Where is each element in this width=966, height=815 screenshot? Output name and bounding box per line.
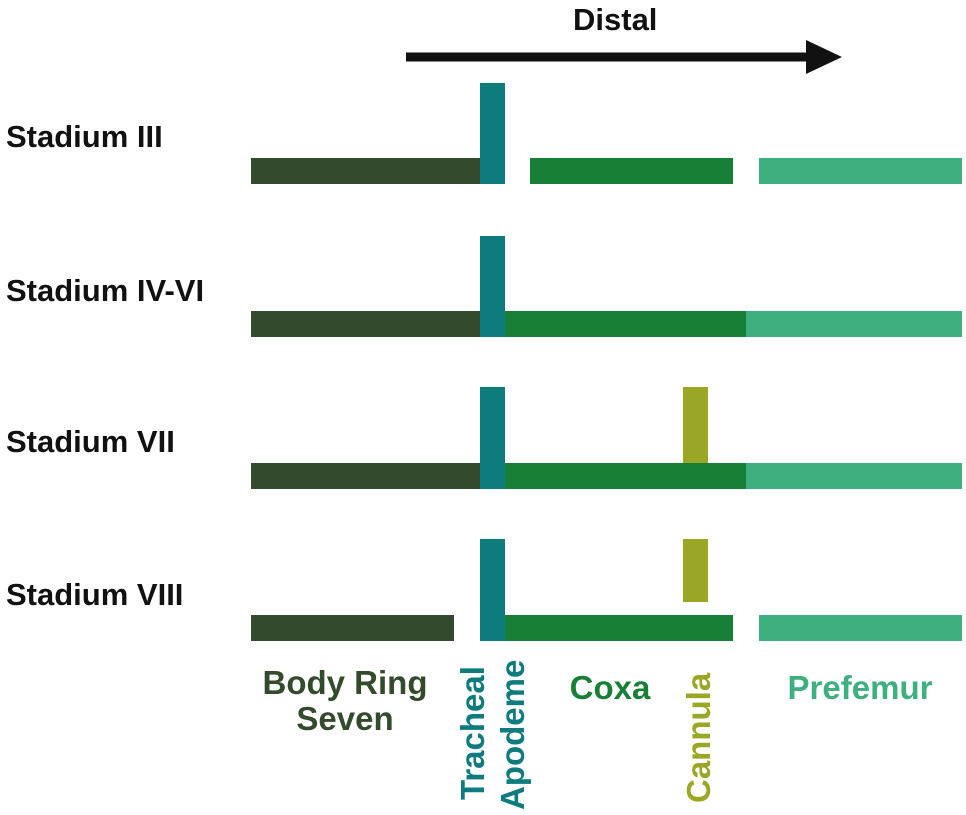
coxa-bar [505, 615, 733, 641]
coxa-bar [505, 311, 746, 337]
label-tracheal: Tracheal [454, 666, 491, 800]
row-label-stadium-iii: Stadium III [6, 119, 163, 154]
row-label-stadium-iv-vi: Stadium IV-VI [6, 273, 205, 308]
label-cannula: Cannula [680, 672, 717, 803]
row-label-stadium-vii: Stadium VII [6, 424, 175, 459]
coxa-bar [530, 158, 733, 184]
prefemur-bar [759, 158, 962, 184]
prefemur-bar [746, 463, 962, 489]
cannula-bar [683, 539, 708, 602]
distal-label: Distal [573, 2, 658, 37]
body-ring-bar [251, 311, 481, 337]
prefemur-bar [759, 615, 962, 641]
coxa-bar [505, 463, 746, 489]
label-apodeme: Apodeme [494, 659, 531, 810]
body-ring-bar [251, 158, 481, 184]
tracheal-apodeme-bar [480, 387, 505, 489]
label-coxa: Coxa [569, 669, 651, 706]
body-ring-bar [251, 463, 481, 489]
distal-arrow-head [806, 40, 842, 74]
label-body-ring-seven: Body Ring Seven [262, 664, 428, 737]
label-prefemur: Prefemur [787, 669, 933, 706]
row-label-stadium-viii: Stadium VIII [6, 577, 184, 612]
tracheal-apodeme-bar [480, 83, 505, 184]
prefemur-bar [746, 311, 962, 337]
cannula-bar [683, 387, 708, 463]
body-ring-bar [251, 615, 454, 641]
tracheal-apodeme-bar [480, 539, 505, 641]
tracheal-apodeme-bar [480, 236, 505, 337]
